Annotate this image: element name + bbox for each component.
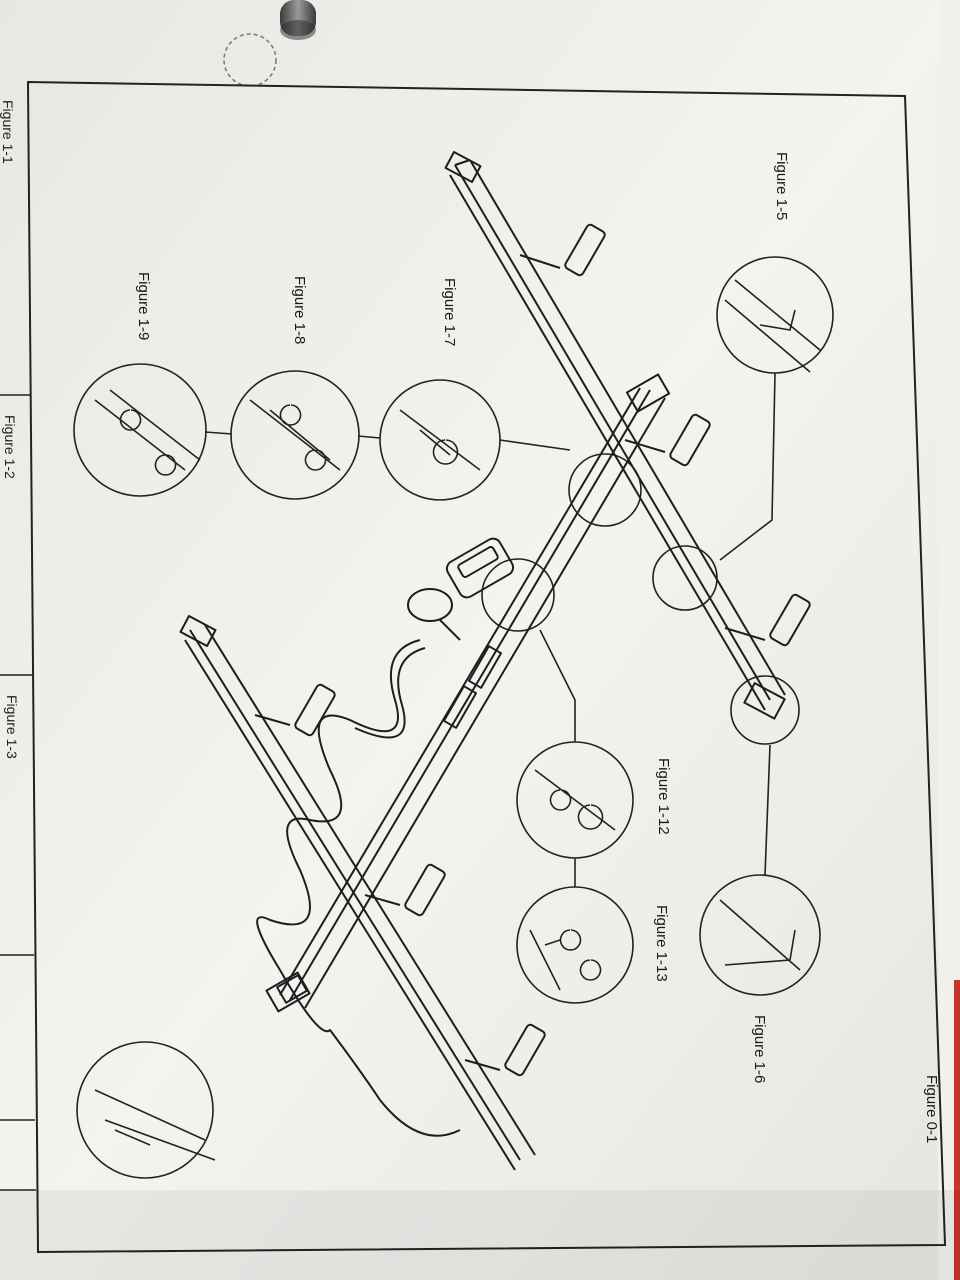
control-pendant: [276, 974, 308, 1004]
figure-label-0-1: Figure 0-1: [923, 1075, 940, 1144]
crane-rail-system: [179, 151, 811, 1171]
figure-label-1-6: Figure 1-6: [751, 1015, 768, 1084]
figure-label-1-12: Figure 1-12: [655, 758, 672, 835]
figure-label-1-8: Figure 1-8: [291, 276, 308, 345]
detail-callouts: [73, 256, 834, 1179]
punch-hole-mark: [223, 33, 277, 87]
lower-runway-rail: [179, 615, 536, 1171]
page-frame: [26, 80, 947, 1254]
girder-brand-marks: [442, 645, 503, 729]
hoist-unit: [407, 537, 515, 641]
binder-edge: [938, 0, 960, 1280]
end-truck-group-lower: [254, 683, 546, 1077]
figure-label-1-7: Figure 1-7: [441, 278, 458, 347]
figure-label-1-9: Figure 1-9: [135, 272, 152, 341]
page-shadow: [0, 1190, 960, 1280]
festoon-cable: [256, 639, 461, 1137]
side-tab-figure-1-1: Figure 1-1: [0, 100, 16, 164]
figure-label-1-5: Figure 1-5: [773, 152, 790, 221]
side-tab-figure-1-2: Figure 1-2: [2, 415, 18, 479]
figure-label-1-13: Figure 1-13: [653, 905, 670, 982]
side-tab-figure-1-3: Figure 1-3: [4, 695, 20, 759]
binder-ring-icon: [280, 0, 316, 40]
red-binding-strip: [954, 980, 960, 1280]
end-truck-group-upper: [519, 223, 811, 647]
left-index-strip: [0, 394, 36, 1191]
